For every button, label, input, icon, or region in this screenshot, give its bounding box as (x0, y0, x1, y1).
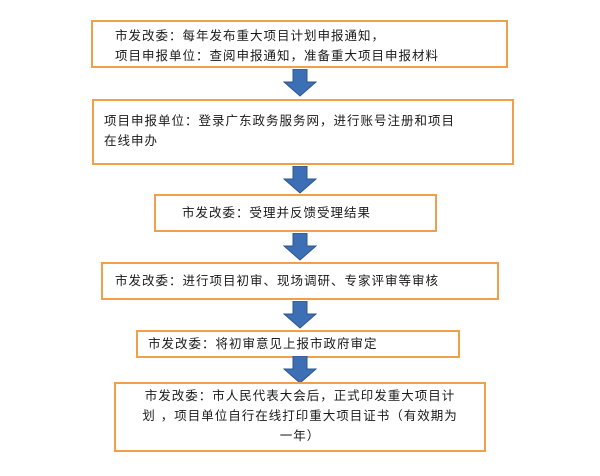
step-1-line-1: 市发改委：每年发布重大项目计划申报通知， (115, 28, 386, 43)
down-arrow-icon (283, 166, 317, 194)
down-arrow-icon (283, 69, 317, 97)
step-3-box: 市发改委：受理并反馈受理结果 (154, 194, 437, 232)
down-arrow-icon (283, 233, 317, 261)
step-3-line-1: 市发改委：受理并反馈受理结果 (182, 205, 372, 220)
step-2-line-2: 在线申办 (104, 133, 159, 148)
step-6-box: 市发改委：市人民代表大会后，正式印发重大项目计 划 ，项目单位自行在线打印重大项… (114, 382, 486, 452)
step-1-line-2: 项目申报单位：查阅申报通知，准备重大项目申报材料 (115, 48, 440, 63)
step-5-line-1: 市发改委：将初审意见上报市政府审定 (148, 336, 378, 351)
down-arrow-icon (283, 301, 317, 329)
step-2-box: 项目申报单位：登录广东政务服务网，进行账号注册和项目 在线申办 (92, 99, 514, 165)
step-6-line-1: 市发改委：市人民代表大会后，正式印发重大项目计 (144, 388, 456, 403)
down-arrow-icon (283, 356, 317, 384)
step-1-box: 市发改委：每年发布重大项目计划申报通知， 项目申报单位：查阅申报通知，准备重大项… (91, 20, 508, 68)
step-6-line-2: 划 ，项目单位自行在线打印重大项目证书（有效期为 (142, 408, 458, 423)
step-2-line-1: 项目申报单位：登录广东政务服务网，进行账号注册和项目 (104, 113, 456, 128)
step-6-line-3: 一年） (279, 428, 321, 443)
step-5-box: 市发改委：将初审意见上报市政府审定 (136, 330, 460, 358)
step-4-box: 市发改委：进行项目初审、现场调研、专家评审等审核 (101, 262, 499, 300)
step-4-line-1: 市发改委：进行项目初审、现场调研、专家评审等审核 (115, 273, 440, 288)
